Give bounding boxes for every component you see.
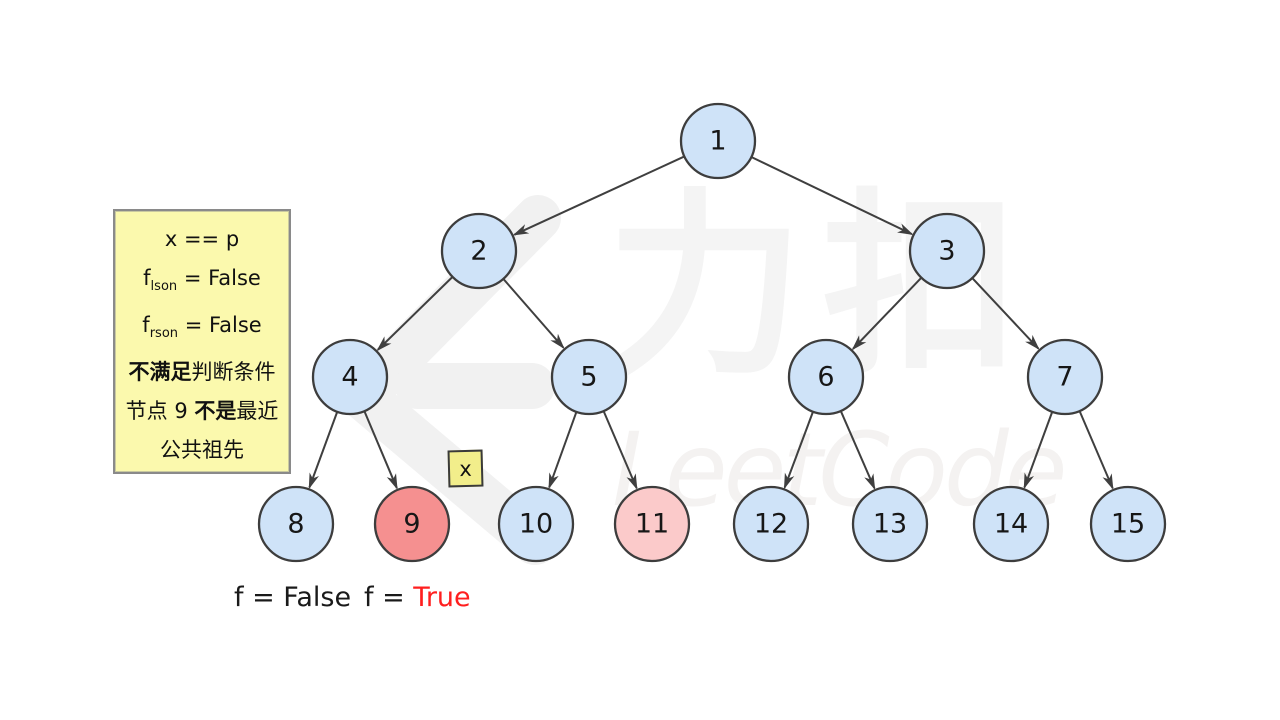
tree-edge-1-2 [512,155,685,236]
tree-edge-4-8 [308,411,339,490]
tree-node-4: 4 [311,338,389,416]
tree-edge-7-14 [1023,411,1054,490]
tree-node-3: 3 [908,212,986,290]
tree-edges [308,155,1114,491]
f-true-label: f = True [364,582,471,613]
f-true-value: True [413,582,471,613]
tree-edge-3-6 [851,276,923,351]
tree-node-circle-13 [851,485,929,563]
tree-edge-6-13 [839,410,876,491]
tree-node-circle-7 [1026,338,1104,416]
f-true-prefix: f = [364,582,414,613]
tree-node-label: 9 [403,509,420,540]
note-line-common-ancestor: 公共祖先 [160,438,244,463]
tree-node-label: 6 [817,362,834,393]
tree-node-11: 11 [613,485,691,563]
tree-edge-2-5 [502,278,565,350]
tree-edge-1-3 [750,156,914,236]
tree-node-12: 12 [732,485,810,563]
tree-edge-5-10 [548,411,578,490]
tree-node-circle-11 [613,485,691,563]
tree-node-label: 1 [709,126,726,157]
tree-node-circle-6 [787,338,865,416]
tree-node-6: 6 [787,338,865,416]
tree-node-9: 9 [373,485,451,563]
f-false-label: f = False [234,582,352,613]
tree-edge-6-12 [783,411,814,490]
note-box: x == p flson = False frson = False 不满足判断… [113,209,291,474]
tree-edge-2-4 [376,276,454,352]
tree-node-label: 10 [519,509,553,540]
note-line-not-satisfied: 不满足判断条件 [128,360,276,385]
tree-node-circle-12 [732,485,810,563]
tree-node-label: 14 [994,509,1028,540]
tree-node-13: 13 [851,485,929,563]
tree-node-label: 13 [873,509,907,540]
tree-node-1: 1 [679,102,757,180]
tree-edge-3-7 [971,277,1040,350]
tree-node-label: 4 [341,362,358,393]
tree-edge-4-9 [363,410,398,490]
tree-node-label: 11 [635,509,669,540]
tree-node-5: 5 [550,338,628,416]
x-marker: x [447,449,484,488]
tree-node-label: 15 [1111,509,1145,540]
tree-node-15: 15 [1089,485,1167,563]
tree-node-label: 2 [470,236,487,267]
note-line-node9-not: 节点 9 不是最近 [125,399,279,424]
tree-node-14: 14 [972,485,1050,563]
tree-node-label: 8 [287,509,304,540]
note-line-condition: x == p [164,227,240,251]
tree-node-circle-15 [1089,485,1167,563]
note-line-f-rson: frson = False [142,313,262,342]
tree-edge-5-11 [602,410,638,490]
tree-node-10: 10 [497,485,575,563]
tree-node-label: 7 [1056,362,1073,393]
tree-node-2: 2 [440,212,518,290]
tree-node-circle-3 [908,212,986,290]
tree-node-7: 7 [1026,338,1104,416]
tree-node-8: 8 [257,485,335,563]
note-line-f-lson: flson = False [143,266,261,295]
tree-node-circle-8 [257,485,335,563]
tree-node-label: 12 [754,509,788,540]
tree-node-circle-1 [679,102,757,180]
tree-edge-7-15 [1078,410,1114,490]
tree-node-label: 3 [938,236,955,267]
tree-node-circle-14 [972,485,1050,563]
tree-node-label: 5 [580,362,597,393]
